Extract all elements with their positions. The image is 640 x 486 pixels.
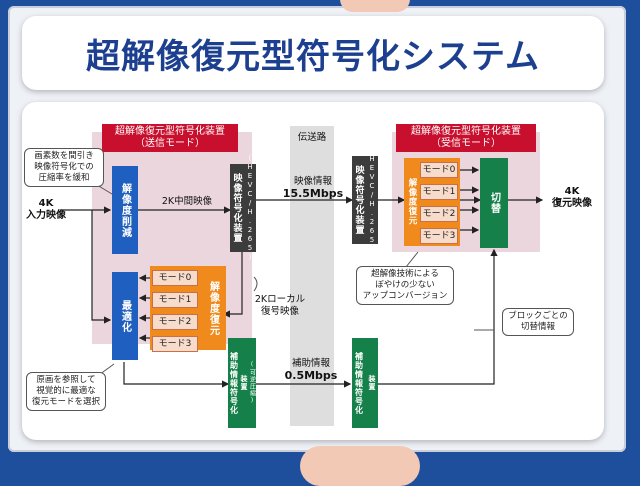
receiver-mode-0: モード0 [420, 162, 458, 178]
aux-encoder-block: 補助情報符号化 装置 (可逆圧縮) [228, 338, 256, 428]
callout-upconvert-2: ぼやけの少ない [375, 280, 435, 290]
video-info-label: 映像情報 15.5Mbps [278, 176, 348, 200]
sender-header-title: 超解像復元型符号化装置 [115, 126, 225, 137]
sender-header: 超解像復元型符号化装置 （送信モード） [102, 124, 238, 152]
aux-info-label: 補助情報 0.5Mbps [276, 358, 346, 382]
aux-decoder-block: 補助情報符号化 装置 [352, 338, 378, 428]
callout-upconvert-3: アップコンバージョン [362, 291, 448, 301]
callout-upconvert-1: 超解像技術による [371, 269, 439, 279]
input-label-4k: 4K [38, 198, 54, 209]
input-label-text: 入力映像 [26, 210, 66, 221]
page-title: 超解像復元型符号化システム [86, 36, 540, 77]
aux-rate-text: 0.5Mbps [284, 369, 338, 382]
callout-pixel-reduce-2: 映像符号化での [34, 162, 94, 172]
callout-block-switch-1: ブロックごとの [508, 311, 568, 321]
local-decoded-line1: 2Kローカル [254, 294, 306, 305]
callout-pixel-reduce: 画素数を間引き 映像符号化での 圧縮率を緩和 [24, 148, 104, 187]
switch-block: 切替 [480, 158, 508, 248]
output-label-4k: 4K [564, 186, 580, 197]
video-info-text: 映像情報 [293, 176, 332, 187]
hand-top [340, 0, 410, 12]
callout-select-mode: 原画を参照して 視覚的に最適な 復元モードを選択 [26, 372, 106, 411]
video-decoder-codec: (HEVC/H.265) [368, 146, 376, 254]
receiver-mode-list: モード0 モード1 モード2 モード3 [420, 162, 458, 244]
callout-pixel-reduce-1: 画素数を間引き [34, 151, 94, 161]
output-label-text: 復元映像 [552, 198, 592, 209]
local-decoded-line2: 復号映像 [260, 306, 299, 317]
resolution-reduce-block: 解像度削減 [112, 166, 138, 254]
connector-lines [62, 166, 544, 388]
aux-encoder-sub: 装置 [240, 375, 248, 391]
video-decoder-label: 映像符号化装置 [353, 165, 364, 235]
video-encoder-label: 映像符号化装置 [231, 173, 242, 243]
callout-upconvert: 超解像技術による ぼやけの少ない アップコンバージョン [356, 266, 454, 305]
video-decoder-block: 映像符号化装置 (HEVC/H.265) [352, 146, 378, 254]
callout-select-mode-1: 原画を参照して [36, 375, 96, 385]
receiver-header: 超解像復元型符号化装置 （受信モード） [396, 124, 536, 152]
callout-select-mode-3: 復元モードを選択 [31, 397, 100, 407]
callout-pixel-reduce-3: 圧縮率を緩和 [38, 173, 90, 183]
input-label: 4K 入力映像 [26, 198, 66, 222]
sender-mode-2: モード2 [152, 314, 198, 330]
sender-mode-1: モード1 [152, 292, 198, 308]
hand-bottom [300, 446, 420, 486]
callout-block-switch-2: 切替情報 [520, 322, 555, 332]
receiver-mode-1: モード1 [420, 184, 458, 200]
aux-decoder-label: 補助情報符号化 [354, 351, 364, 415]
callout-block-switch: ブロックごとの 切替情報 [502, 308, 574, 336]
sender-restore-label: 解像度復元 [207, 280, 219, 336]
transmission-region [290, 126, 334, 426]
transmission-label: 伝送路 [297, 132, 327, 143]
sender-mode-0: モード0 [152, 270, 198, 286]
receiver-header-mode: （受信モード） [431, 138, 501, 149]
sender-header-mode: （送信モード） [135, 138, 205, 149]
diagram-panel: 超解像復元型符号化装置 （送信モード） 伝送路 超解像復元型符号化装置 （受信モ… [22, 102, 604, 440]
callout-select-mode-2: 視覚的に最適な [36, 386, 96, 396]
video-encoder-codec: (HEVC/H.265) [246, 154, 254, 262]
aux-decoder-sub: 装置 [368, 375, 376, 391]
video-encoder-block: 映像符号化装置 (HEVC/H.265) [230, 154, 256, 262]
aux-info-text: 補助情報 [291, 358, 330, 369]
receiver-mode-2: モード2 [420, 206, 458, 222]
sender-mode-3: モード3 [152, 336, 198, 352]
aux-encoder-note: (可逆圧縮) [248, 361, 256, 405]
title-panel: 超解像復元型符号化システム [22, 16, 604, 90]
receiver-mode-3: モード3 [420, 228, 458, 244]
video-rate-text: 15.5Mbps [282, 187, 344, 200]
local-decoded-label: 2Kローカル 復号映像 [250, 294, 310, 318]
output-label: 4K 復元映像 [542, 186, 602, 210]
intermediate-label: 2K中間映像 [161, 196, 213, 207]
sender-mode-list: モード0 モード1 モード2 モード3 [152, 270, 198, 352]
receiver-restore-label: 解像度復元 [407, 178, 417, 226]
receiver-header-title: 超解像復元型符号化装置 [411, 126, 521, 137]
aux-encoder-label: 補助情報符号化 [229, 351, 239, 415]
optimize-block: 最適化 [112, 272, 138, 360]
